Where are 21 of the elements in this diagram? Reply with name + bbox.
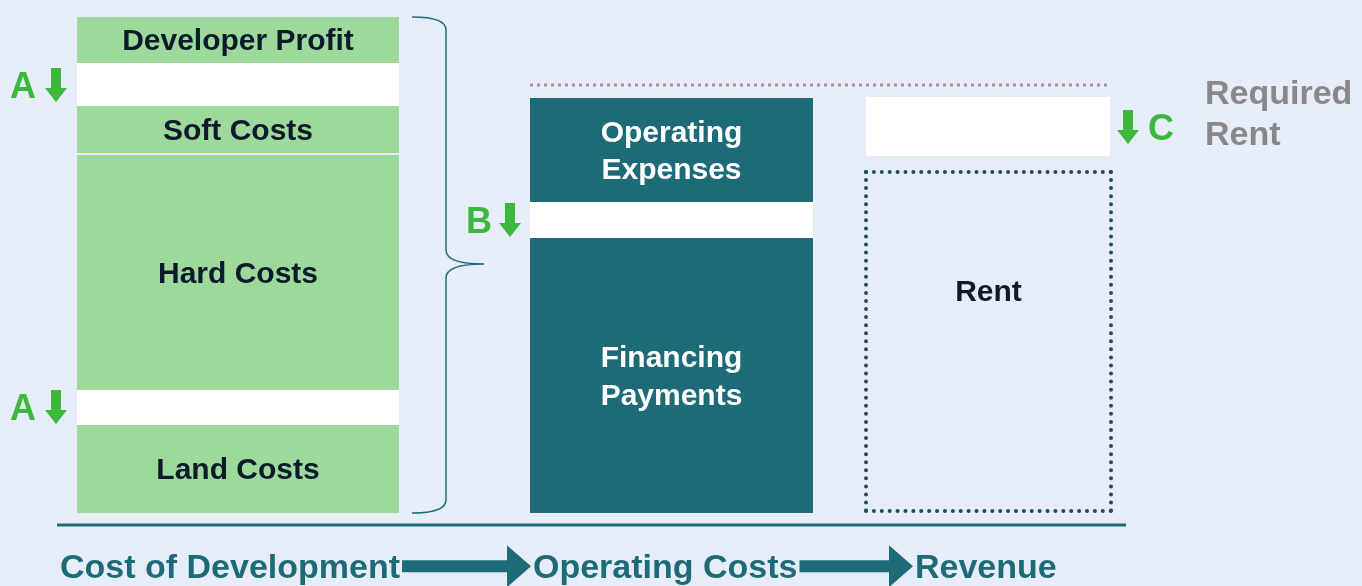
operating-cost-block: Financing Payments — [530, 238, 813, 513]
annotation-text: Required Rent — [1205, 72, 1354, 154]
rent-block: Rent — [864, 170, 1113, 513]
reduction-gap — [77, 390, 399, 425]
arrow — [799, 545, 913, 586]
marker-letter: A — [10, 64, 36, 108]
stage-heading: Cost of Development — [60, 545, 401, 586]
cost-block: Land Costs — [77, 425, 399, 513]
stage-heading: Revenue — [915, 545, 1057, 586]
marker-letter: C — [1148, 106, 1174, 150]
operating-cost-block: Operating Expenses — [530, 98, 813, 202]
reduction-gap — [77, 63, 399, 106]
marker-letter: B — [466, 199, 492, 243]
cost-block: Developer Profit — [77, 17, 399, 63]
cost-block: Soft Costs — [77, 106, 399, 153]
marker-letter: A — [10, 386, 36, 430]
stage-heading: Operating Costs — [533, 545, 798, 586]
arrow — [402, 545, 531, 586]
reduction-gap — [866, 97, 1110, 156]
cost-block: Hard Costs — [77, 155, 399, 390]
reduction-gap — [530, 202, 813, 238]
